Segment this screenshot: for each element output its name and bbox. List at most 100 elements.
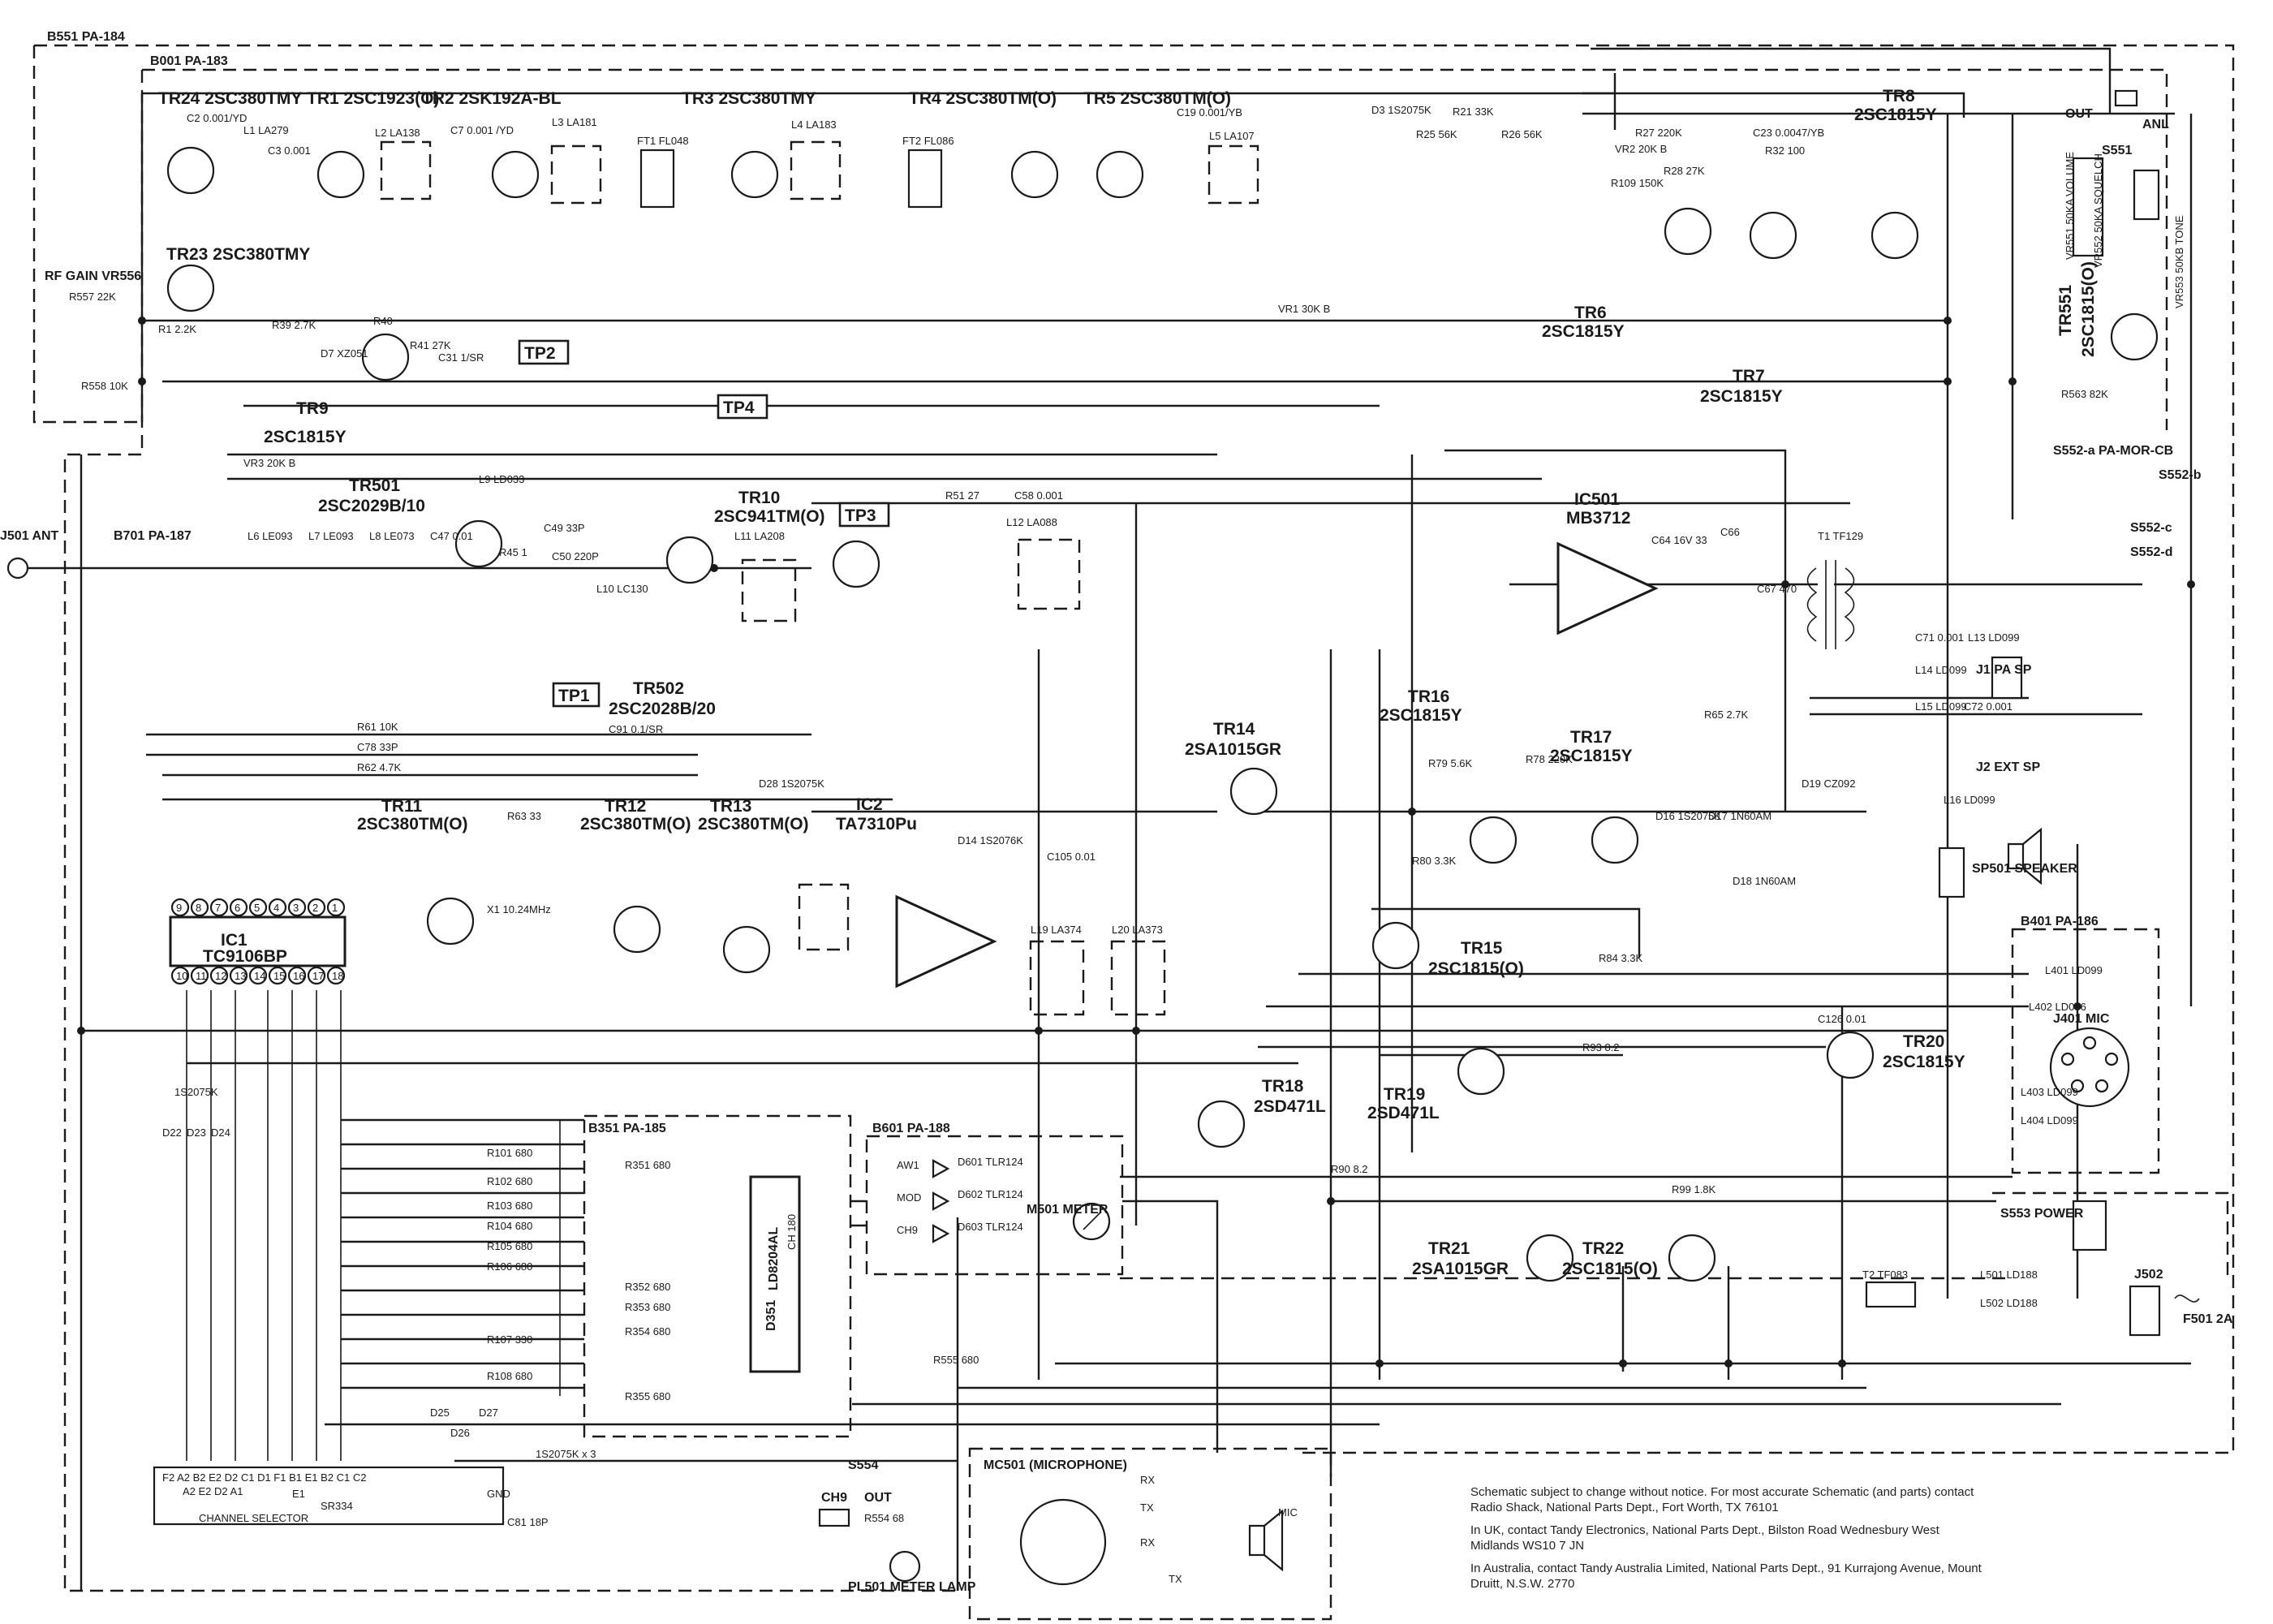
label-t2: T2 TF083 <box>1862 1269 1908 1281</box>
power-switch[interactable] <box>2072 1200 2107 1251</box>
label-c91: C91 0.1/SR <box>609 723 663 735</box>
ic1-pin <box>229 966 248 985</box>
ext-sp-jack[interactable] <box>1938 846 1965 898</box>
label-j502: J502 <box>2134 1268 2163 1282</box>
tp1-box <box>552 682 601 708</box>
label-c105: C105 0.01 <box>1047 851 1096 863</box>
label-tr9-type: 2SC1815Y <box>264 428 347 446</box>
volume-pot[interactable] <box>2072 157 2104 257</box>
label-r101: R101 680 <box>487 1147 532 1159</box>
label-t1: T1 TF129 <box>1818 530 1863 542</box>
label-d28: D28 1S2075K <box>759 778 824 790</box>
label-tr6-type: 2SC1815Y <box>1542 322 1625 341</box>
label-tr21-type: 2SA1015GR <box>1412 1260 1509 1278</box>
label-d14: D14 1S2076K <box>958 834 1023 846</box>
channel-selector-box[interactable] <box>153 1466 505 1526</box>
pa-sp-jack[interactable] <box>1991 656 2023 700</box>
label-s553: S553 POWER <box>2000 1207 2084 1221</box>
label-tr18-type: 2SD471L <box>1254 1097 1326 1116</box>
label-tr12-type: 2SC380TM(O) <box>580 815 691 834</box>
label-vr552: VR552 50KA SQUELCH <box>2092 153 2104 268</box>
label-ic2-type: TA7310Pu <box>836 815 917 834</box>
label-s554-out: OUT <box>864 1491 892 1505</box>
label-tr20-type: 2SC1815Y <box>1883 1053 1965 1071</box>
anl-switch[interactable] <box>2114 89 2138 107</box>
label-r351: R351 680 <box>625 1159 670 1171</box>
label-l3: L3 LA181 <box>552 116 597 128</box>
note-au: In Australia, contact Tandy Australia Li… <box>1470 1562 1982 1591</box>
label-ch-pins: F2 A2 B2 E2 D2 C1 D1 F1 B1 E1 B2 C1 C2 <box>162 1471 366 1484</box>
ic1-pin-number: 16 <box>293 970 304 982</box>
label-tr11: TR11 <box>381 797 423 816</box>
label-c72: C72 0.001 <box>1964 700 2013 713</box>
label-l4: L4 LA183 <box>791 118 837 131</box>
ic1-pin <box>229 898 248 917</box>
label-tr16-type: 2SC1815Y <box>1380 706 1462 725</box>
label-r21: R21 33K <box>1453 106 1494 118</box>
t2-transformer <box>1865 1281 1917 1308</box>
s554-switch[interactable] <box>818 1508 850 1527</box>
label-vr1: VR1 30K B <box>1278 303 1330 315</box>
label-tr12: TR12 <box>605 797 646 816</box>
board-label-b701: B701 PA-187 <box>114 529 192 543</box>
label-led-mod: MOD <box>897 1191 921 1204</box>
label-tr23: TR23 2SC380TMY <box>166 245 310 264</box>
label-tr3: TR3 2SC380TMY <box>682 89 816 108</box>
label-s552b: S552-b <box>2159 468 2202 482</box>
ic1-pin <box>170 898 190 917</box>
label-l5: L5 LA107 <box>1209 130 1255 142</box>
label-tr21: TR21 <box>1428 1239 1470 1258</box>
label-r354: R354 680 <box>625 1325 670 1338</box>
ic1-pin <box>287 966 307 985</box>
label-c58: C58 0.001 <box>1014 489 1063 502</box>
label-r63: R63 33 <box>507 810 541 822</box>
label-mic-tx2: TX <box>1169 1573 1182 1585</box>
label-l401: L401 LD099 <box>2045 964 2103 976</box>
label-c50: C50 220P <box>552 550 599 562</box>
label-ic1: IC1 <box>221 931 248 950</box>
label-j2: J2 EXT SP <box>1976 760 2040 774</box>
label-tr19: TR19 <box>1384 1085 1425 1104</box>
label-channel-selector: CHANNEL SELECTOR <box>199 1512 308 1524</box>
label-c47: C47 0.01 <box>430 530 473 542</box>
ic1-pin-number: 8 <box>196 902 201 914</box>
label-tr8-type: 2SC1815Y <box>1854 106 1937 124</box>
label-j1: J1 PA SP <box>1976 663 2032 677</box>
label-c67: C67 470 <box>1757 583 1797 595</box>
label-c64: C64 16V 33 <box>1651 534 1707 546</box>
antenna-jack[interactable] <box>6 557 29 579</box>
ic1-pin-number: 12 <box>215 970 226 982</box>
board-label-mc501: MC501 (MICROPHONE) <box>984 1458 1127 1472</box>
tp2-label: TP2 <box>524 344 556 363</box>
label-c7: C7 0.001 /YD <box>450 124 514 136</box>
label-l15: L15 LD099 <box>1915 700 1967 713</box>
tp3-label: TP3 <box>845 506 876 525</box>
label-l20: L20 LA373 <box>1112 924 1163 936</box>
label-l10: L10 LC130 <box>596 583 648 595</box>
ic1-pin <box>326 966 346 985</box>
label-r40: R40 <box>373 315 393 327</box>
label-tr4: TR4 2SC380TM(O) <box>909 89 1057 108</box>
label-gnd: GND <box>487 1488 510 1500</box>
ic1-pin-number: 5 <box>254 902 260 914</box>
label-tr16: TR16 <box>1408 687 1449 706</box>
ic1-pin <box>307 898 326 917</box>
label-tr1: TR1 2SC1923(O) <box>307 89 439 108</box>
label-c49: C49 33P <box>544 522 585 534</box>
wiring <box>16 47 2193 1591</box>
mic-jack-icon[interactable] <box>2049 1027 2130 1108</box>
label-vr3: VR3 20K B <box>243 457 295 469</box>
board-label-b601: B601 PA-188 <box>872 1122 950 1135</box>
label-mic: MIC <box>1278 1506 1298 1518</box>
ic1-pin <box>170 966 190 985</box>
ic1-pin <box>287 898 307 917</box>
label-l404: L404 LD099 <box>2021 1114 2078 1126</box>
label-c3: C3 0.001 <box>268 144 311 157</box>
mic-plug-icon <box>1019 1498 1107 1586</box>
label-ch-sub: A2 E2 D2 A1 <box>183 1485 243 1497</box>
ic1-pin <box>307 966 326 985</box>
label-l9: L9 LD033 <box>479 473 524 485</box>
label-tr501: TR501 <box>349 476 400 495</box>
label-d3: D3 1S2075K <box>1371 104 1431 116</box>
